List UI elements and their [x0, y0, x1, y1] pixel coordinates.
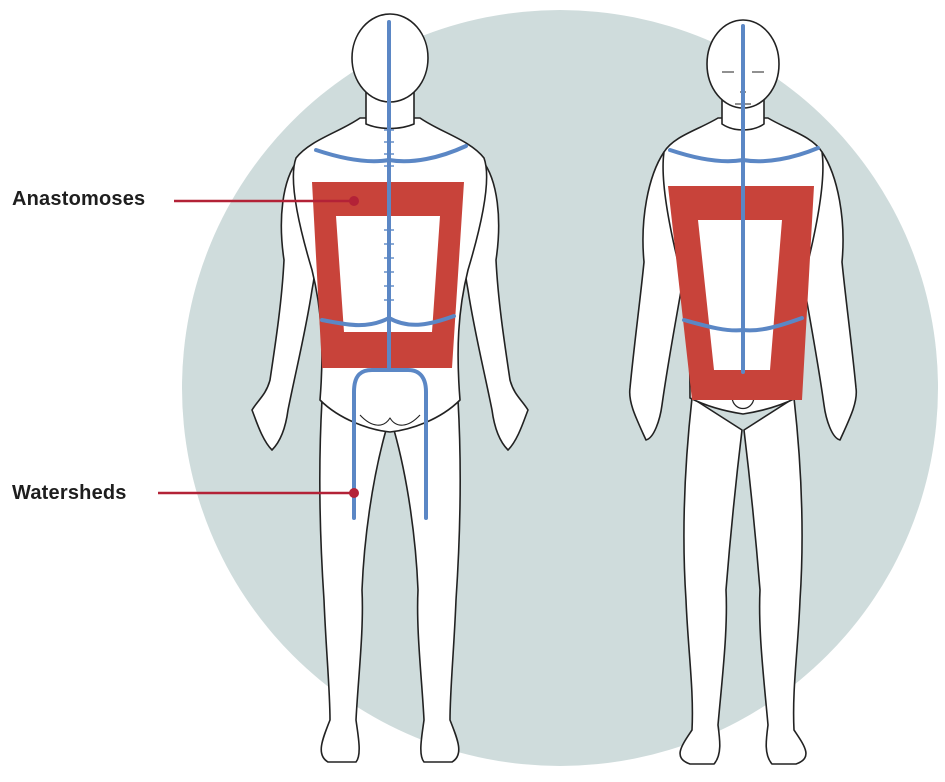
anastomoses-label: Anastomoses	[12, 188, 145, 211]
anastomoses-leader-dot	[349, 196, 359, 206]
watersheds-label: Watersheds	[12, 482, 127, 505]
watersheds-leader-dot	[349, 488, 359, 498]
